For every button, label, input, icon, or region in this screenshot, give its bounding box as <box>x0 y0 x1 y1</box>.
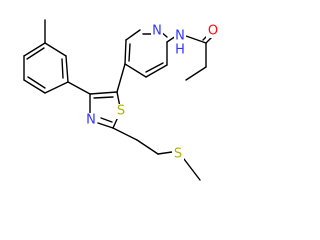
amide-nitrogen-label: N <box>175 29 185 44</box>
amide-group <box>166 33 213 81</box>
tolyl-ring <box>23 19 91 95</box>
biaryl-bond <box>116 63 126 93</box>
thiazole-sulfur-label: S <box>117 104 125 119</box>
pyridine-ring <box>124 29 168 78</box>
ethyl-thioether-chain <box>112 127 201 181</box>
carbonyl-oxygen-label: O <box>208 24 218 39</box>
amide-hydrogen-label: H <box>175 43 185 58</box>
thiazole-nitrogen-label: N <box>86 113 96 128</box>
atom-labels: N N H O N S S <box>85 23 219 162</box>
pyridine-nitrogen-label: N <box>152 24 162 39</box>
chemical-structure: N N H O N S S <box>23 19 219 181</box>
thioether-sulfur-label: S <box>174 147 182 162</box>
